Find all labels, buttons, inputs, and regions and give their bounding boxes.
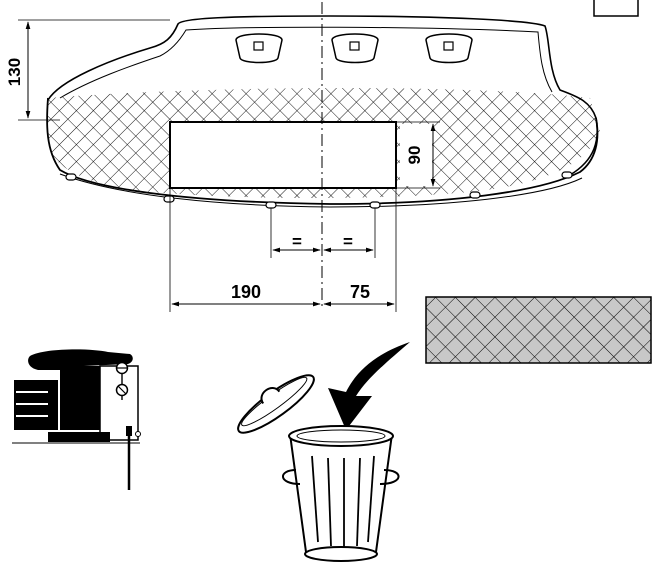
cutout-rectangle xyxy=(169,121,397,189)
cutout-height-label: 90 xyxy=(405,146,424,165)
height-label: 130 xyxy=(5,58,24,86)
width-dimension: 190 75 xyxy=(169,188,397,312)
corner-box xyxy=(593,0,639,17)
hatched-panel-swatch xyxy=(425,296,652,364)
mount-tab-left xyxy=(235,33,283,64)
cutout-height-dimension: 90 xyxy=(396,121,440,189)
hatched-region xyxy=(48,88,600,198)
bumper-lower-edge xyxy=(46,97,599,205)
equal-spacing-dimension: = = xyxy=(270,208,376,258)
mount-tab-center xyxy=(331,33,379,64)
height-dimension: 130 xyxy=(5,19,170,121)
discard-arrow-icon xyxy=(328,342,410,430)
equal-label-right: = xyxy=(343,232,353,251)
jigsaw-icon xyxy=(12,349,141,490)
right-width-label: 75 xyxy=(350,282,370,302)
equal-label-left: = xyxy=(292,232,302,251)
left-width-label: 190 xyxy=(231,282,261,302)
trash-can-icon xyxy=(237,374,400,562)
mount-tab-right xyxy=(425,33,473,64)
